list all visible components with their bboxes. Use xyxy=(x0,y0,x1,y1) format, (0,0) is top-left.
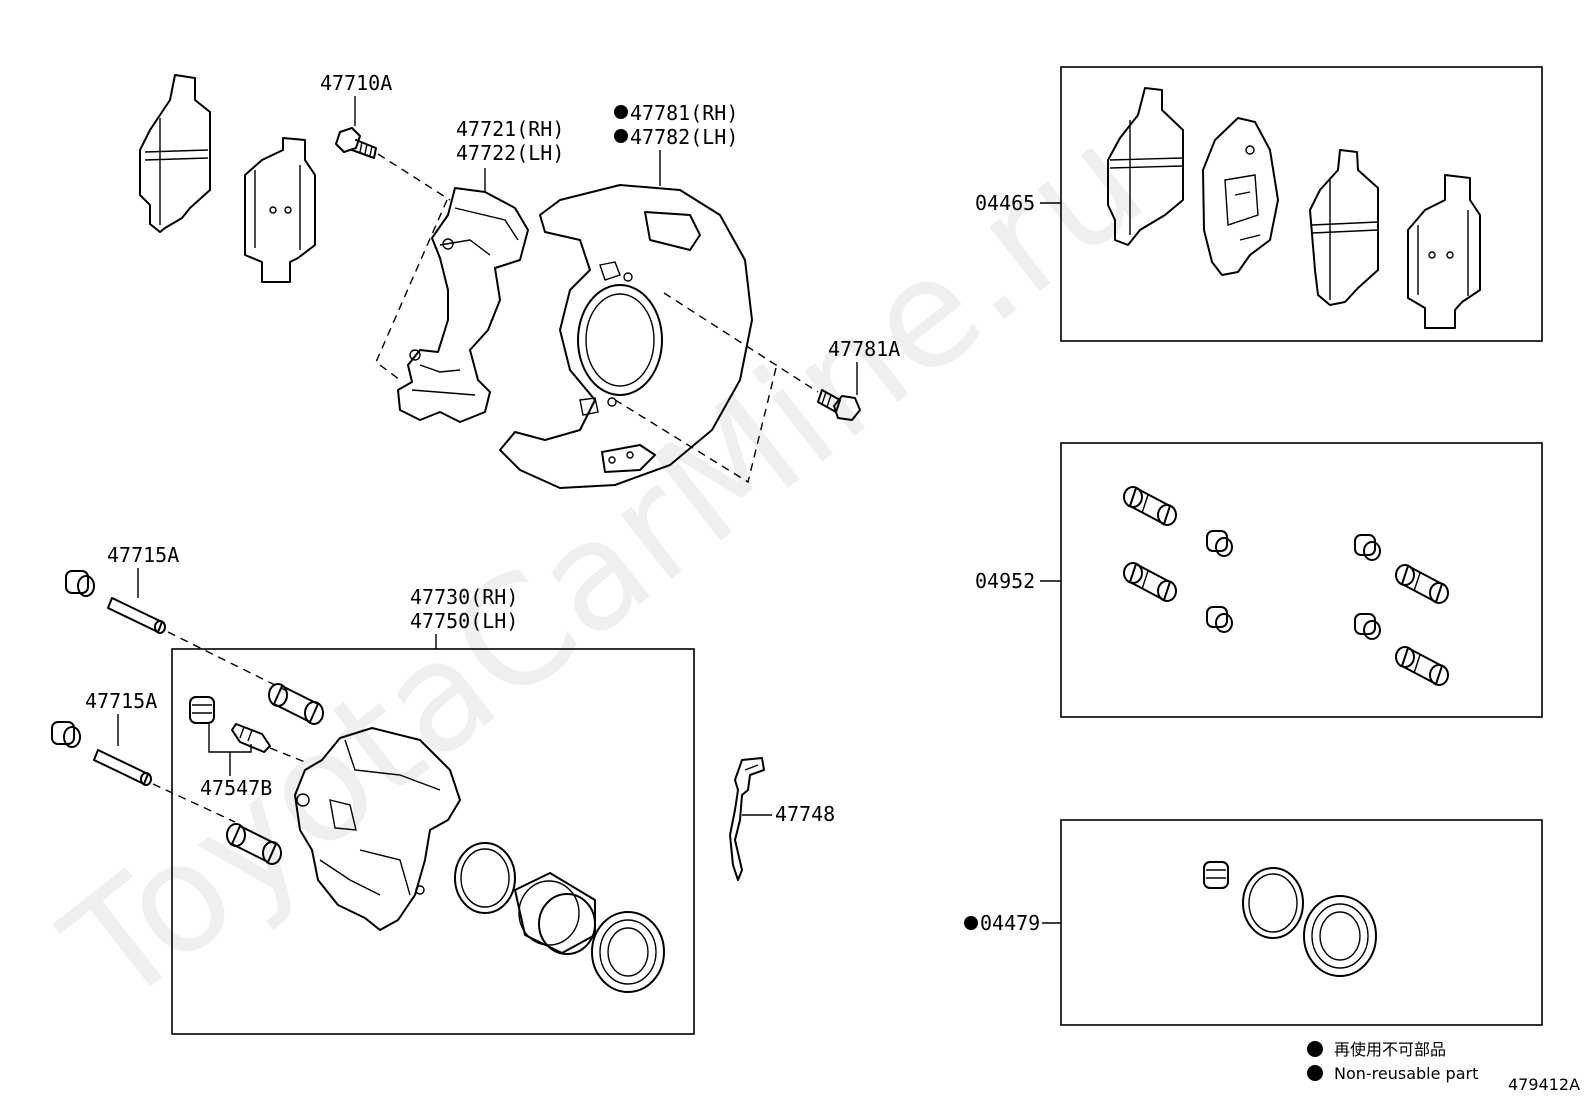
guide-sleeve-2[interactable] xyxy=(1123,562,1177,602)
kit-pad-2-with-shim[interactable] xyxy=(1202,117,1279,276)
non-reusable-marker-04479 xyxy=(964,916,978,930)
label-04479: 04479 xyxy=(980,911,1040,935)
guide-boot-2[interactable] xyxy=(1206,606,1233,633)
kit-box-04952 xyxy=(1060,442,1543,718)
label-47748: 47748 xyxy=(775,802,835,826)
label-47715A-bottom: 47715A xyxy=(85,689,157,713)
caliper-piston[interactable] xyxy=(514,872,596,955)
caliper-mounting-bracket[interactable] xyxy=(397,187,529,423)
label-47750-lh: 47750(LH) xyxy=(410,609,518,633)
kit-pad-3[interactable] xyxy=(1309,149,1379,306)
guide-pin-lower[interactable] xyxy=(93,749,152,786)
bolt-47710A[interactable] xyxy=(335,127,377,159)
brake-dust-shield[interactable] xyxy=(499,184,753,489)
guide-pin-upper[interactable] xyxy=(107,597,166,634)
non-reusable-marker-47781 xyxy=(614,105,628,119)
label-47721-rh: 47721(RH) xyxy=(456,117,564,141)
label-47781A: 47781A xyxy=(828,337,900,361)
legend-english-text: Non-reusable part xyxy=(1334,1064,1478,1083)
guide-boot-upper[interactable] xyxy=(65,570,95,597)
bleeder-screw[interactable] xyxy=(231,723,271,753)
caliper-body[interactable] xyxy=(294,727,461,931)
caliper-sleeve-lower[interactable] xyxy=(226,823,282,865)
kit-box-04465 xyxy=(1060,66,1543,342)
label-47547B: 47547B xyxy=(200,776,272,800)
bleeder-cap[interactable] xyxy=(1203,861,1229,889)
guide-boot-lower[interactable] xyxy=(51,721,81,748)
guide-boot-1[interactable] xyxy=(1206,530,1233,557)
label-47715A-top: 47715A xyxy=(107,543,179,567)
caliper-sleeve-upper[interactable] xyxy=(268,683,324,725)
legend-bullet-english xyxy=(1307,1065,1323,1081)
kit-04479-parts[interactable] xyxy=(1203,861,1377,977)
label-47782-lh: 47782(LH) xyxy=(630,125,738,149)
bleeder-cap-caliper[interactable] xyxy=(189,696,215,724)
loose-brake-pad-left[interactable] xyxy=(139,74,211,233)
label-47781-rh: 47781(RH) xyxy=(630,101,738,125)
legend-bullet-japanese xyxy=(1307,1041,1323,1057)
label-04465: 04465 xyxy=(975,191,1035,215)
anti-rattle-spring-47748[interactable] xyxy=(729,757,765,881)
legend-japanese-text: 再使用不可部品 xyxy=(1334,1040,1446,1059)
piston-seal-caliper[interactable] xyxy=(454,842,516,914)
label-47710A: 47710A xyxy=(320,71,392,95)
kit-pad-4[interactable] xyxy=(1407,174,1481,329)
loose-brake-pad-right[interactable] xyxy=(244,137,316,283)
diagram-id: 479412A xyxy=(1508,1075,1580,1094)
non-reusable-marker-47782 xyxy=(614,129,628,143)
bolt-47781A[interactable] xyxy=(817,389,861,421)
kit-pad-1[interactable] xyxy=(1107,87,1184,246)
piston-seal[interactable] xyxy=(1242,867,1304,939)
label-04952: 04952 xyxy=(975,569,1035,593)
guide-sleeve-1[interactable] xyxy=(1123,486,1177,526)
piston-boot[interactable] xyxy=(1303,895,1377,977)
guide-sleeve-4[interactable] xyxy=(1395,646,1449,686)
label-47730-rh: 47730(RH) xyxy=(410,585,518,609)
guide-boot-3[interactable] xyxy=(1354,534,1381,561)
kit-box-04479 xyxy=(1060,819,1543,1026)
watermark-text: ToyotaCarMine.ru xyxy=(34,94,1175,1038)
guide-boot-4[interactable] xyxy=(1354,613,1381,640)
caliper-assembly-box xyxy=(171,648,695,1035)
guide-sleeve-3[interactable] xyxy=(1395,564,1449,604)
kit-04952-parts[interactable] xyxy=(1123,486,1449,686)
piston-boot-caliper[interactable] xyxy=(591,911,665,993)
label-47722-lh: 47722(LH) xyxy=(456,141,564,165)
legend: 再使用不可部品 Non-reusable part xyxy=(1307,1040,1478,1083)
